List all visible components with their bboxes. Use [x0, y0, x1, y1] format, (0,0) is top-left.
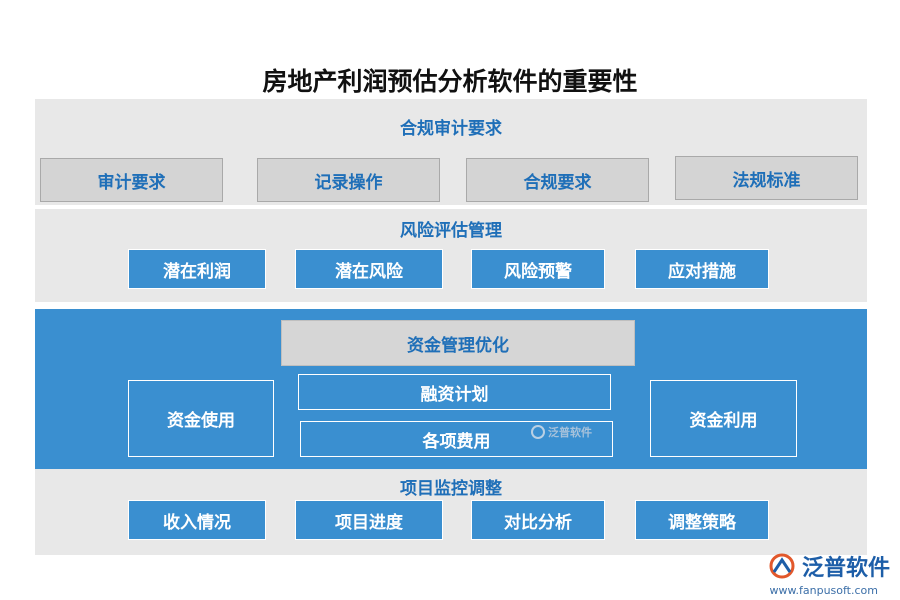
- section-risk-panel: 风险评估管理 潜在利润 潜在风险 风险预警 应对措施: [35, 209, 867, 302]
- compliance-item: 法规标准: [675, 156, 858, 200]
- section-fund-heading: 资金管理优化: [281, 320, 635, 366]
- risk-item: 风险预警: [471, 249, 605, 289]
- compliance-item: 审计要求: [40, 158, 223, 202]
- risk-item: 潜在风险: [295, 249, 443, 289]
- section-fund-panel: 资金管理优化 资金使用 融资计划 各项费用 泛普软件 资金利用: [35, 309, 867, 469]
- fund-utilization-box: 资金利用: [650, 380, 797, 457]
- section-monitor-heading: 项目监控调整: [400, 478, 502, 499]
- brand-logo: 泛普软件: [768, 550, 890, 582]
- section-risk-heading: 风险评估管理: [400, 220, 502, 241]
- risk-item: 潜在利润: [128, 249, 266, 289]
- section-compliance-heading: 合规审计要求: [400, 118, 502, 139]
- expenses-box: 各项费用: [300, 421, 613, 457]
- section-compliance-panel: 合规审计要求 审计要求 记录操作 合规要求 法规标准: [35, 99, 867, 205]
- risk-item: 应对措施: [635, 249, 769, 289]
- fund-use-box: 资金使用: [128, 380, 274, 457]
- watermark: 泛普软件: [531, 424, 592, 440]
- monitor-item: 对比分析: [471, 500, 605, 540]
- brand-url: www.fanpusoft.com: [769, 584, 878, 597]
- compliance-item: 记录操作: [257, 158, 440, 202]
- section-monitor-panel: 项目监控调整 收入情况 项目进度 对比分析 调整策略: [35, 469, 867, 555]
- fanpu-logo-icon: [769, 553, 795, 579]
- monitor-item: 收入情况: [128, 500, 266, 540]
- financing-plan-box: 融资计划: [298, 374, 611, 410]
- monitor-item: 调整策略: [635, 500, 769, 540]
- page-title: 房地产利润预估分析软件的重要性: [262, 67, 638, 96]
- brand-name: 泛普软件: [801, 556, 890, 581]
- monitor-item: 项目进度: [295, 500, 443, 540]
- watermark-icon: [531, 425, 545, 439]
- compliance-item: 合规要求: [466, 158, 649, 202]
